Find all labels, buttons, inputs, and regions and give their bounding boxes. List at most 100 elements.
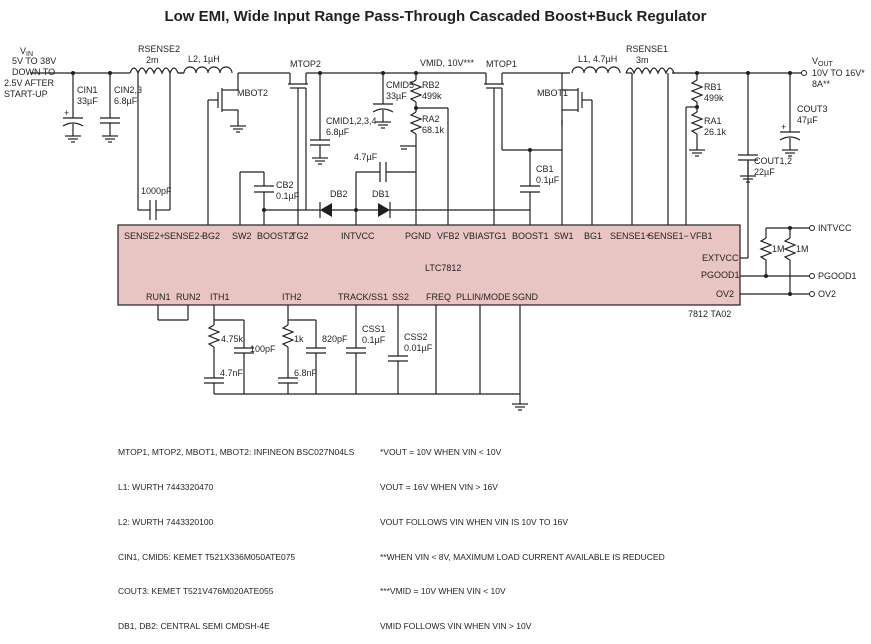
pin-vfb1: VFB1	[690, 231, 713, 241]
l2-inductor	[178, 66, 233, 74]
vout-range: 10V TO 16V*	[812, 68, 865, 78]
pin-pllin-mode: PLLIN/MODE	[456, 292, 511, 302]
cmid1234-capacitor	[310, 73, 330, 165]
pullup-network	[740, 225, 815, 297]
pin-pgnd: PGND	[405, 231, 432, 241]
ic-right-pins: EXTVCC PGOOD1 OV2	[701, 253, 740, 299]
cin23-capacitor	[100, 73, 120, 143]
pin-freq: FREQ	[426, 292, 451, 302]
l1-name: L1, 4.7µH	[578, 54, 617, 64]
svg-text:+: +	[781, 122, 786, 132]
notes-left: MTOP1, MTOP2, MBOT1, MBOT2: INFINEON BSC…	[118, 424, 354, 644]
cmid1234-value: 6.8µF	[326, 127, 350, 137]
note-left-3: L2: WURTH 7443320100	[118, 516, 214, 527]
page-title: Low EMI, Wide Input Range Pass-Through C…	[164, 8, 707, 25]
rsense2-name: RSENSE2	[138, 44, 180, 54]
pin-extvcc: EXTVCC	[702, 253, 739, 263]
db1-name: DB1	[372, 189, 390, 199]
vmid-label: VMID, 10V***	[420, 58, 475, 68]
pin-sense1m: SENSE1−	[648, 231, 689, 241]
vout-label: VOUT	[812, 56, 834, 68]
c47n-value: 4.7nF	[220, 368, 244, 378]
note-left-4: CIN1, CMID5: KEMET T521X336M050ATE075	[118, 551, 296, 562]
mbot1-mosfet	[561, 73, 593, 225]
note-right-4: **WHEN VIN < 8V, MAXIMUM LOAD CURRENT AV…	[380, 551, 665, 562]
rsense2-value: 2m	[146, 55, 159, 65]
mbot1-name: MBOT1	[537, 88, 568, 98]
cb2-capacitor	[239, 171, 306, 225]
cin23-name: CIN2,3	[114, 85, 142, 95]
cmid5-name: CMID5	[386, 80, 414, 90]
vout-current: 8A**	[812, 79, 831, 89]
cb2-value: 0.1µF	[276, 191, 300, 201]
note-right-5: ***VMID = 10V WHEN VIN < 10V	[380, 586, 506, 597]
ra1-value: 26.1k	[704, 127, 727, 137]
note-right-1: *VOUT = 10V WHEN VIN < 10V	[380, 447, 502, 458]
cb1-name: CB1	[536, 164, 554, 174]
pin-ith2: ITH2	[282, 292, 302, 302]
vin-range-1: 5V TO 38V	[12, 56, 56, 66]
cout12-capacitor	[738, 73, 758, 259]
vin-range-3: 2.5V AFTER	[4, 78, 55, 88]
pin-sense1p: SENSE1+	[610, 231, 651, 241]
pin-track-ss1: TRACK/SS1	[338, 292, 388, 302]
pin-vfb2: VFB2	[437, 231, 460, 241]
ith2-network	[278, 305, 326, 394]
ic-top-pins: SENSE2+ SENSE2− BG2 SW2 BOOST2 TG2 INTVC…	[124, 231, 713, 241]
rb1-ra1-divider	[685, 73, 705, 225]
pin-run1: RUN1	[146, 292, 171, 302]
cb2-name: CB2	[276, 180, 294, 190]
pin-bg2: BG2	[202, 231, 220, 241]
mtop2-name: MTOP2	[290, 59, 321, 69]
c47u-value: 4.7µF	[354, 152, 378, 162]
r1k-value: 1k	[294, 334, 304, 344]
vin-range-4: START-UP	[4, 89, 48, 99]
pin-bg1: BG1	[584, 231, 602, 241]
ic-bottom-pins: RUN1 RUN2 ITH1 ITH2 TRACK/SS1 SS2 FREQ P…	[146, 292, 539, 302]
pin-vbias: VBIAS	[463, 231, 490, 241]
ic-name: LTC7812	[425, 263, 461, 273]
cin1-capacitor: +	[62, 73, 84, 143]
l1-inductor	[571, 66, 621, 74]
pin-ith1: ITH1	[210, 292, 230, 302]
rsense1-name: RSENSE1	[626, 44, 668, 54]
cin1-name: CIN1	[77, 85, 98, 95]
pin-tg1: TG1	[489, 231, 507, 241]
pgood1-out-label: PGOOD1	[818, 271, 857, 281]
rpu2-value: 1M	[796, 244, 809, 254]
pin-ov2: OV2	[716, 289, 734, 299]
pin-sense2p: SENSE2+	[124, 231, 165, 241]
mtop1-name: MTOP1	[486, 59, 517, 69]
rsense2-resistor	[129, 67, 179, 210]
rb1-value: 499k	[704, 93, 724, 103]
note-left-1: MTOP1, MTOP2, MBOT1, MBOT2: INFINEON BSC…	[118, 447, 355, 458]
cin1-value: 33µF	[77, 96, 98, 106]
mbot2-mosfet	[207, 73, 246, 225]
rsense1-value: 3m	[636, 55, 649, 65]
note-right-3: VOUT FOLLOWS VIN WHEN VIN IS 10V TO 16V	[380, 516, 568, 527]
note-left-5: COUT3: KEMET T521V476M020ATE055	[118, 586, 274, 597]
schematic: VIN 5V TO 38V DOWN TO 2.5V AFTER START-U…	[4, 44, 865, 411]
c820p-value: 820pF	[322, 334, 348, 344]
note-right-6: VMID FOLLOWS VIN WHEN VIN > 10V	[380, 621, 532, 632]
mtop2-mosfet	[288, 73, 308, 225]
css2-value: 0.01µF	[404, 343, 433, 353]
cout3-value: 47µF	[797, 115, 818, 125]
c1000p-capacitor	[138, 200, 170, 220]
ra2-value: 68.1k	[422, 125, 445, 135]
ra2-name: RA2	[422, 114, 440, 124]
rsense1-resistor	[625, 67, 675, 225]
pin-tg2: TG2	[291, 231, 309, 241]
diodes	[306, 202, 530, 218]
cout3-capacitor: +	[779, 73, 801, 157]
cout12-value: 22µF	[754, 167, 775, 177]
rpu1-value: 1M	[772, 244, 785, 254]
ltc7812-ic	[117, 224, 741, 306]
css1-name: CSS1	[362, 324, 386, 334]
pin-ss2: SS2	[392, 292, 409, 302]
vin-range-2: DOWN TO	[12, 67, 55, 77]
run-tie	[157, 305, 189, 321]
note-right-2: VOUT = 16V WHEN VIN > 16V	[380, 481, 498, 492]
css1-value: 0.1µF	[362, 335, 386, 345]
intvcc-out-label: INTVCC	[818, 223, 852, 233]
